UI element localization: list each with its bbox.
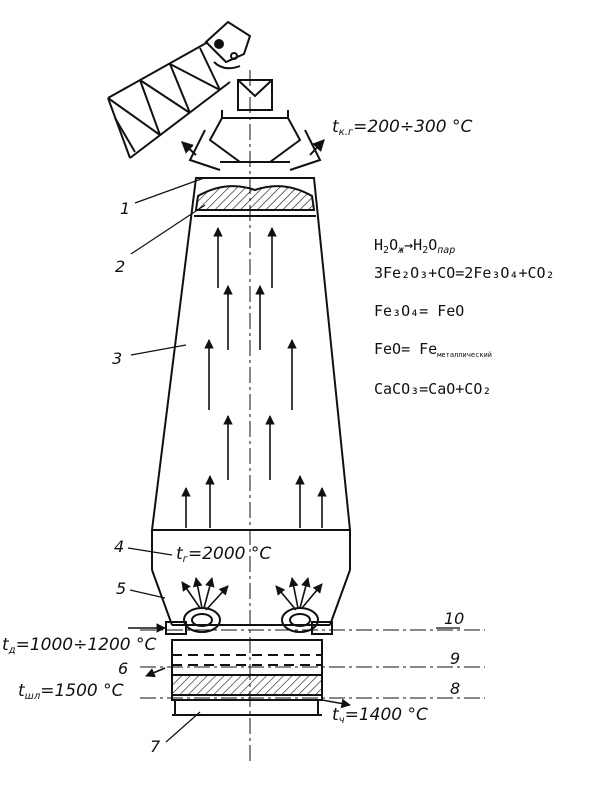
tuyere-blast-arrows [181,577,323,611]
blast-temperature: tд=1000÷1200 °С [2,635,157,656]
reaction-hematite-reduction: 3Fe₂O₃+CO=2Fe₃O₄+CO₂ [374,264,555,282]
label-1: 1 [120,199,131,218]
label-6: 6 [118,659,129,678]
furnace-shaft [150,177,352,531]
reaction-magnetite-reduction: Fe₃O₄= FeO [374,302,465,320]
level-lines [140,629,485,699]
label-10: 10 [444,609,465,628]
label-3: 3 [112,349,123,368]
slag-temperature: tшл=1500 °С [18,681,124,702]
iron-tap-arrow [321,698,351,709]
iron-temperature: tч=1400 °С [332,705,428,726]
label-8: 8 [450,679,461,698]
skip-hoist-truss [107,41,231,159]
top-gas-temperature: tк.г=200÷300 °С [332,117,473,138]
hearth-gas-temperature: tг=2000 °С [176,544,272,565]
reaction-limestone-decomposition: CaCO₃=CaO+CO₂ [374,380,492,398]
charging-apparatus [188,79,322,171]
gas-flow-arrows [181,227,327,528]
label-5: 5 [116,579,127,598]
label-9: 9 [450,649,461,668]
leader-lines [127,177,460,743]
skip-car-icon [204,20,252,70]
reaction-water-evaporation: H2Oж→H2Oпар [374,236,456,256]
slag-tap-arrow [145,667,166,678]
gas-offtake-arrows [181,139,325,156]
label-4: 4 [114,537,125,556]
furnace-hearth [171,639,323,716]
reaction-wustite-reduction: FeO= Feметаллический [374,340,493,359]
label-2: 2 [115,257,126,276]
label-7: 7 [150,737,161,756]
